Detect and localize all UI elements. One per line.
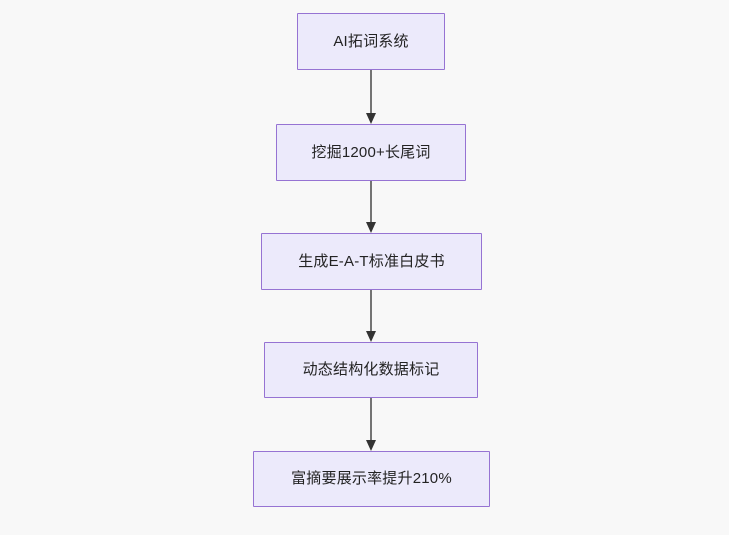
node-label: 动态结构化数据标记 [302, 361, 440, 378]
node-label: AI拓词系统 [333, 32, 409, 50]
node-label: 富摘要展示率提升210% [291, 470, 452, 487]
arrow-down-icon [366, 398, 376, 451]
flowchart-node-rich-snippet-rate-increase[interactable]: 富摘要展示率提升210% [253, 451, 490, 507]
flowchart-node-mine-longtail-keywords[interactable]: 挖掘1200+长尾词 [276, 124, 466, 181]
connector-node2-to-node3 [363, 181, 379, 233]
flowchart-node-ai-keyword-system[interactable]: AI拓词系统 [297, 13, 445, 70]
arrow-down-icon [366, 70, 376, 124]
connector-node3-to-node4 [363, 290, 379, 342]
connector-node1-to-node2 [363, 70, 379, 124]
node-label: 挖掘1200+长尾词 [311, 143, 431, 161]
flowchart-node-dynamic-structured-data-markup[interactable]: 动态结构化数据标记 [264, 342, 478, 398]
flowchart-node-generate-eat-whitepaper[interactable]: 生成E-A-T标准白皮书 [261, 233, 482, 290]
node-label: 生成E-A-T标准白皮书 [298, 252, 445, 270]
arrow-down-icon [366, 290, 376, 342]
connector-node4-to-node5 [363, 398, 379, 451]
arrow-down-icon [366, 181, 376, 233]
